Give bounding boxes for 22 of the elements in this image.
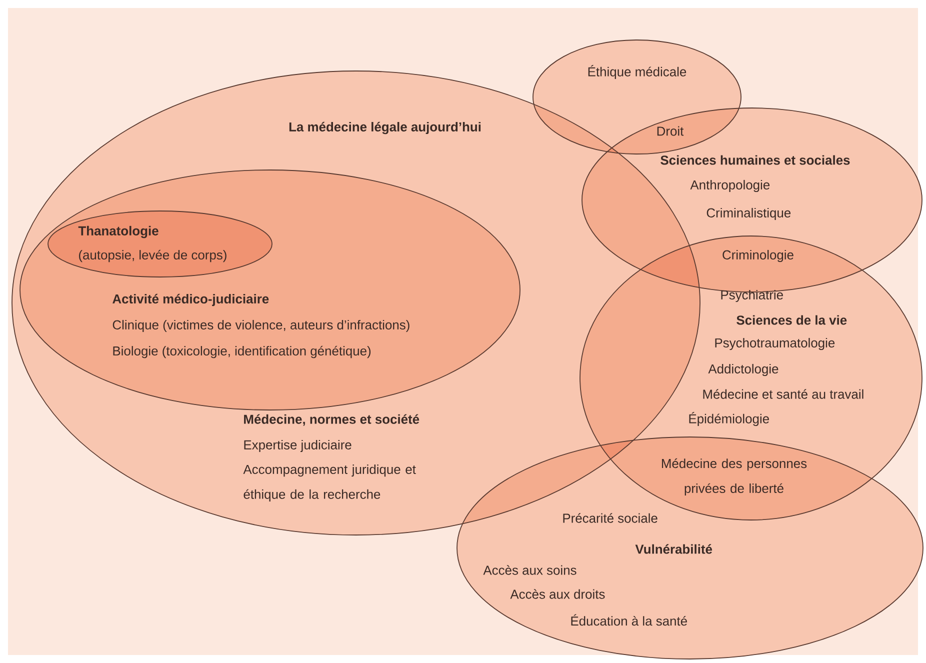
heading-text: Sciences humaines et sociales: [660, 155, 850, 165]
heading-text: Vulnérabilité: [635, 544, 712, 554]
item-text: Psychiatrie: [721, 290, 783, 302]
item-text: Éthique médicale: [588, 65, 686, 79]
overlap-label: Droit: [657, 126, 684, 136]
item-text: Addictologie: [708, 364, 778, 376]
overlap-label: Criminologie: [722, 250, 794, 262]
item-text: Criminalistique: [706, 208, 791, 220]
item-text: Accès aux droits: [510, 589, 605, 599]
heading-text: La médecine légale aujourd’hui: [289, 122, 481, 134]
heading-text: Médecine, normes et société: [244, 414, 420, 426]
item-text: Expertise judiciaire: [244, 440, 352, 452]
item-text: Anthropologie: [690, 180, 770, 192]
item-text: Éducation à la santé: [571, 614, 687, 626]
item-text: Accompagnement juridique et éthique de la recherche: [243, 464, 416, 502]
item-text: Accès aux soins: [483, 565, 576, 575]
item-text: Précarité sociale: [563, 513, 658, 523]
item-text: Psychotraumatologie: [715, 338, 835, 350]
item-text: Épidémiologie: [689, 412, 769, 426]
overlap-label: Médecine des personnes privées de liberté: [662, 458, 807, 496]
item-text: Médecine et santé au travail: [703, 389, 864, 399]
heading-text: Sciences de la vie: [736, 315, 847, 325]
